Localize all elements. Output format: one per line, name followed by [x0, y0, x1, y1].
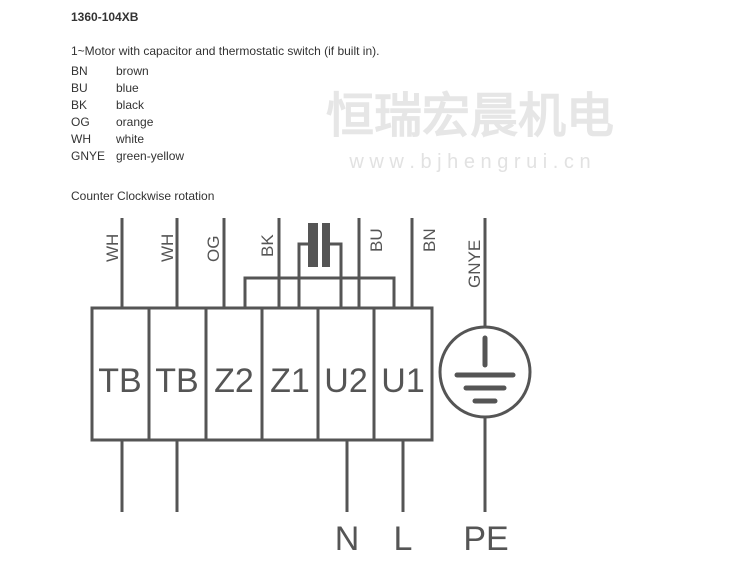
supply-n-label: N	[335, 520, 360, 558]
terminal-label: TB	[98, 362, 141, 400]
capacitor-lead-right	[326, 242, 343, 308]
wire-label: BU	[367, 228, 386, 252]
terminal-label: U2	[324, 362, 367, 400]
terminal-label: U1	[381, 362, 424, 400]
rotation-label: Counter Clockwise rotation	[71, 189, 215, 203]
terminal-label: TB	[155, 362, 198, 400]
capacitor-lead-left	[297, 242, 310, 308]
wire-label: WH	[158, 234, 177, 262]
capacitor-icon	[308, 223, 330, 267]
watermark-cn: 恒瑞宏晨机电	[326, 90, 614, 143]
ground-icon	[454, 335, 516, 404]
wire-label: GNYE	[465, 240, 484, 288]
motor-description: 1~Motor with capacitor and thermostatic …	[71, 44, 380, 58]
wire-label: BK	[258, 234, 277, 257]
wire-label: OG	[204, 236, 223, 262]
supply-pe-label: PE	[463, 520, 508, 558]
terminal-label: Z1	[270, 362, 310, 400]
watermark-url: w w w . b j h e n g r u i . c n	[348, 151, 590, 173]
bridge-outer	[243, 276, 396, 308]
supply-l-label: L	[394, 520, 413, 558]
wire-label: WH	[103, 234, 122, 262]
terminal-label: Z2	[214, 362, 254, 400]
wire-label: BN	[420, 228, 439, 252]
model-title: 1360-104XB	[71, 10, 139, 24]
